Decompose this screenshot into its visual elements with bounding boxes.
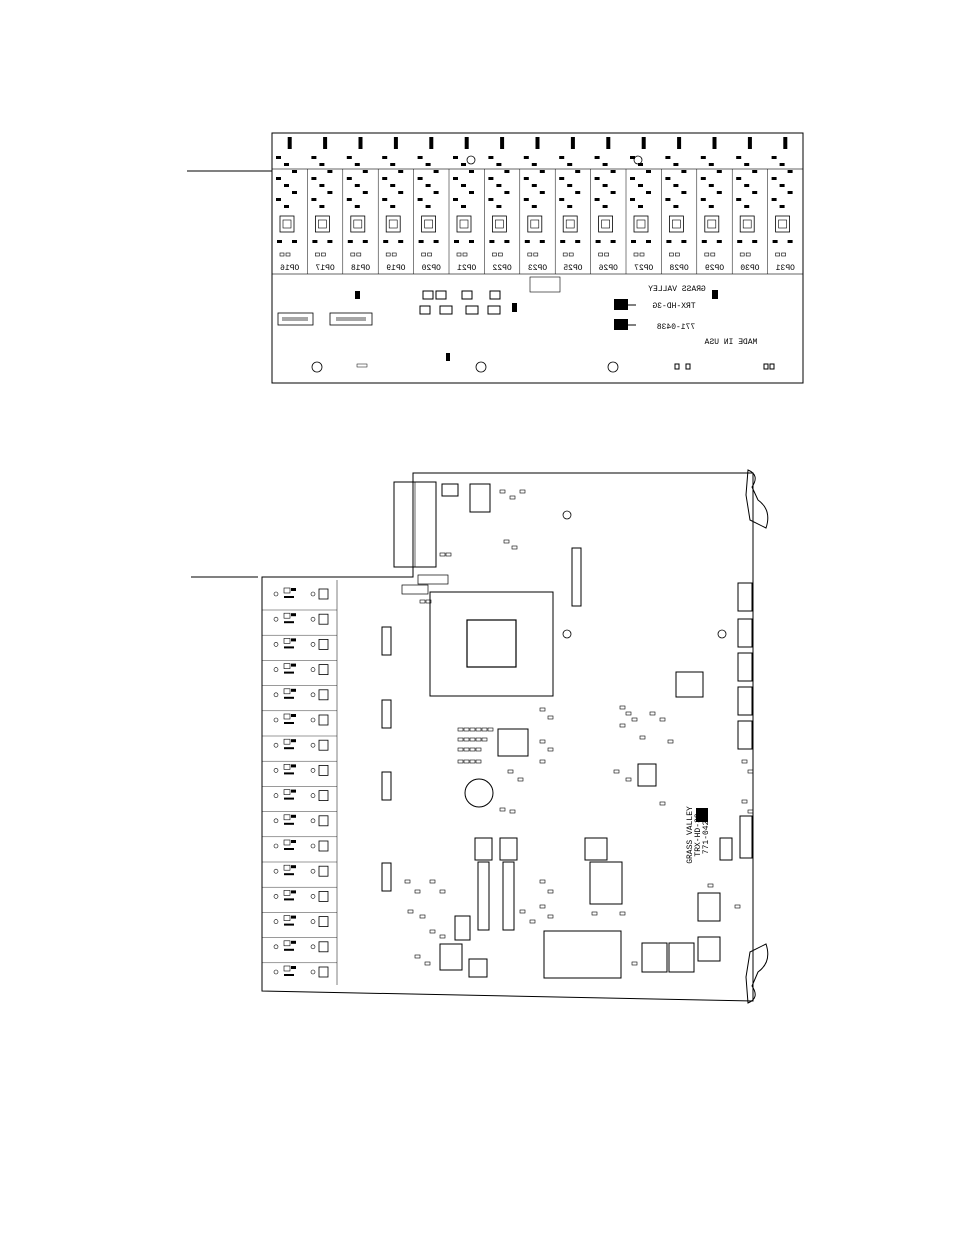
channel-label: OP29: [705, 264, 724, 273]
bottom-model-text: TRX-HD-3G: [694, 813, 703, 856]
fpga-chip: [466, 619, 517, 668]
battery: [464, 778, 494, 808]
bottom-misc-components: [404, 489, 754, 966]
fpga-outline: [429, 591, 554, 697]
channel-labels: OP16 OP17 OP18 OP19 OP20 OP21 OP22 OP23 OP25 OP26…: [280, 264, 795, 273]
barcode-pad-2: [614, 319, 628, 330]
rear-module-board: OP16 OP17 OP18 OP19 OP20 OP21 OP22 OP23 OP25 OP26…: [271, 132, 804, 384]
channel-label: OP22: [492, 264, 511, 273]
channel-label: OP30: [740, 264, 759, 273]
bottom-part-number-text: 771-0422: [702, 816, 711, 855]
label-box-left: [277, 312, 314, 326]
top-brand-text: GRASS VALLEY: [648, 285, 706, 294]
channel-label: OP26: [598, 264, 617, 273]
top-misc-components: [355, 276, 775, 370]
channel-label: OP17: [315, 264, 334, 273]
channel-label: OP23: [528, 264, 547, 273]
bottom-brand-text: GRASS VALLEY: [686, 806, 695, 864]
channel-strip: [276, 137, 793, 274]
barcode-pad-1: [614, 299, 628, 310]
channel-label: OP25: [563, 264, 582, 273]
ejector-handle-bottom: [745, 943, 769, 1004]
channel-label: OP18: [351, 264, 370, 273]
channel-label: OP28: [669, 264, 688, 273]
channel-label: OP19: [386, 264, 405, 273]
channel-connectors: [262, 587, 337, 978]
channel-label: OP16: [280, 264, 299, 273]
channel-label: OP21: [457, 264, 476, 273]
right-connectors: [737, 582, 753, 750]
top-model-text: TRX-HD-3G: [652, 302, 695, 311]
top-origin-text: MADE IN USA: [704, 338, 757, 347]
label-box-right: [329, 312, 373, 326]
channel-label: OP27: [634, 264, 653, 273]
channel-label: OP20: [421, 264, 440, 273]
top-part-number-text: 771-0438: [657, 323, 696, 332]
ejector-handle-top: [745, 469, 769, 529]
channel-label: OP31: [775, 264, 794, 273]
front-module-board: GRASS VALLEY TRX-HD-3G 771-0422: [261, 469, 769, 1004]
